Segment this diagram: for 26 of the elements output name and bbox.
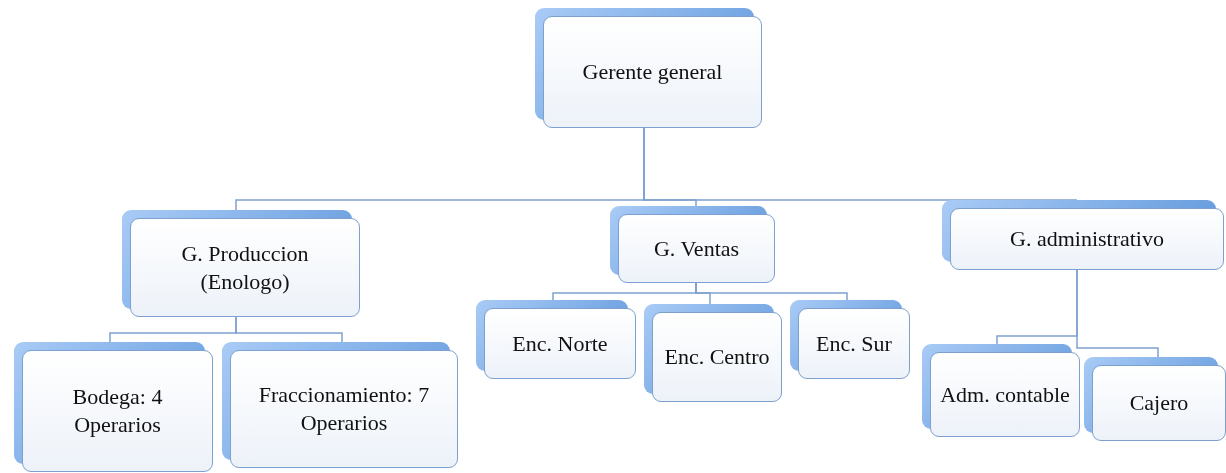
org-chart-box — [222, 342, 458, 468]
org-chart-box — [122, 210, 360, 317]
position-title: Fraccionamiento: 7 Operarios — [257, 381, 431, 437]
position-title: G. administrativo — [1010, 225, 1164, 253]
position-title: Enc. Sur — [816, 329, 892, 358]
org-chart-box — [535, 8, 762, 128]
position-title: Cajero — [1129, 389, 1189, 417]
position-title: Adm. contable — [940, 380, 1070, 409]
org-chart-box — [476, 300, 636, 379]
position-title: G. Ventas — [653, 234, 740, 263]
position-title: G. Produccion (Enologo) — [180, 239, 310, 296]
org-chart-box — [644, 304, 782, 402]
connector-line — [235, 316, 343, 343]
org-chart-box — [790, 300, 910, 379]
position-title: Enc. Norte — [512, 329, 608, 358]
org-chart-box — [610, 206, 775, 283]
org-chart-box — [1084, 357, 1226, 441]
position-title: Gerente general — [582, 58, 723, 86]
connector-line — [1076, 269, 1159, 358]
org-chart-box — [942, 200, 1224, 270]
position-title: Bodega: 4 Operarios — [71, 383, 164, 439]
org-chart-box — [14, 342, 213, 472]
connector-line — [643, 127, 1078, 201]
connector-line — [695, 282, 848, 301]
org-chart-box — [922, 344, 1080, 437]
position-title: Enc. Centro — [664, 343, 770, 371]
